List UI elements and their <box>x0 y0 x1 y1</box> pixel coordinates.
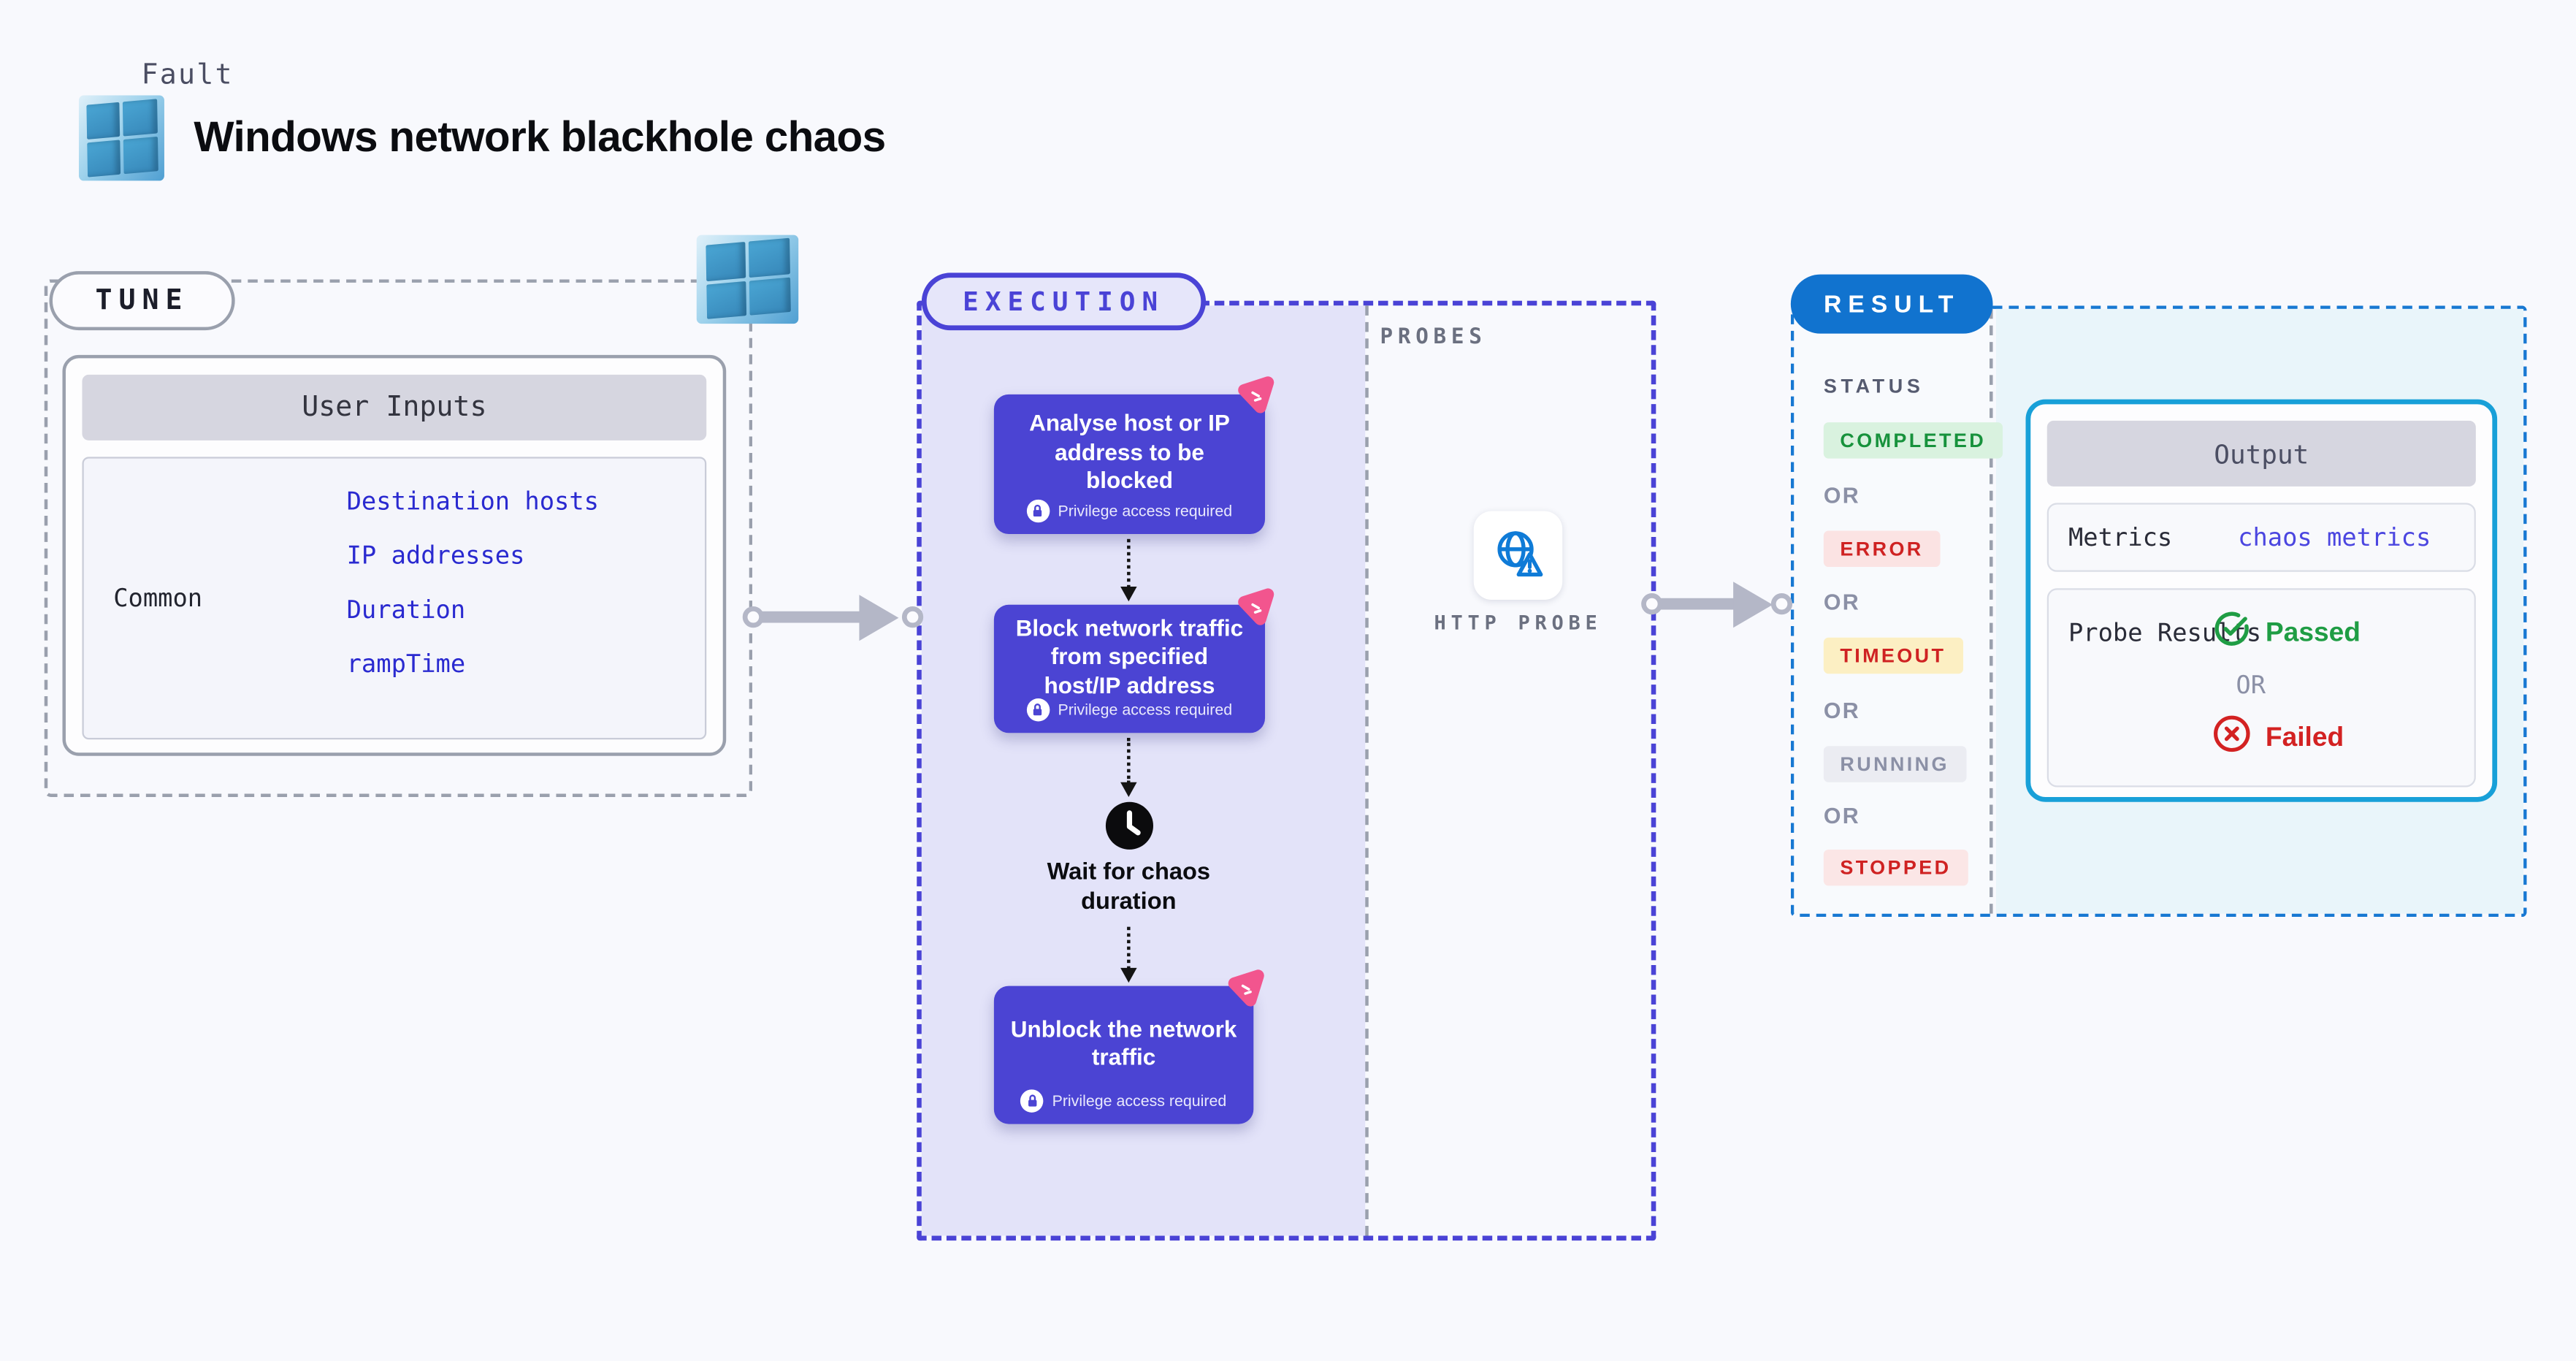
step-node-title: Analyse host or IP address to be blocked <box>1029 409 1230 494</box>
flow-arrowhead-icon <box>1120 782 1137 797</box>
connector-dot <box>1641 593 1663 615</box>
http-probe-label: HTTP PROBE <box>1434 611 1602 635</box>
step-node-block-traffic[interactable]: Block network traffic from specified hos… <box>993 604 1266 733</box>
status-badge-stopped: STOPPED <box>1823 849 1968 886</box>
connector-line <box>760 611 863 623</box>
or-separator: OR <box>1823 590 1860 615</box>
input-link-ramptime[interactable]: rampTime <box>346 649 466 679</box>
or-separator: OR <box>2236 670 2266 701</box>
status-heading: STATUS <box>1823 374 1925 398</box>
output-header: Output <box>2046 420 2476 487</box>
flow-arrowhead-icon <box>1120 587 1137 602</box>
windows-logo-icon <box>78 95 164 181</box>
privilege-label: Privilege access required <box>1052 1091 1227 1110</box>
input-link-ip-addresses[interactable]: IP addresses <box>346 541 525 571</box>
globe-warning-icon <box>1497 531 1543 577</box>
chaos-metrics-link[interactable]: chaos metrics <box>2238 522 2431 552</box>
probe-results-row: Probe Results Passed OR Failed <box>2046 588 2476 788</box>
windows-logo-icon-tune <box>696 235 799 324</box>
tune-section <box>44 279 753 797</box>
input-link-duration[interactable]: Duration <box>346 595 466 625</box>
flow-arrowhead-icon <box>1120 967 1137 983</box>
status-badge-error: ERROR <box>1823 530 1941 568</box>
status-column <box>1794 308 1993 914</box>
connector-dot <box>1770 593 1793 615</box>
or-separator: OR <box>1823 803 1860 828</box>
tune-section-label: TUNE <box>49 271 235 331</box>
http-probe-card[interactable] <box>1473 511 1563 601</box>
arrowhead-icon <box>1733 581 1773 628</box>
connector-line <box>1659 598 1738 610</box>
metrics-row: Metrics chaos metrics <box>2046 503 2476 572</box>
page-title: Windows network blackhole chaos <box>194 111 886 161</box>
passed-label: Passed <box>2265 617 2361 647</box>
wait-step-label: Wait for chaos duration <box>1047 859 1211 915</box>
user-inputs-body: Common Destination hosts IP addresses Du… <box>82 457 707 740</box>
fault-kicker: Fault <box>141 58 234 92</box>
or-separator: OR <box>1823 698 1860 723</box>
or-separator: OR <box>1823 483 1860 508</box>
status-badge-timeout: TIMEOUT <box>1823 637 1962 674</box>
experiment-badge-icon <box>1223 967 1267 1019</box>
step-node-unblock-traffic[interactable]: Unblock the network traffic Privilege ac… <box>993 986 1254 1124</box>
step-node-analyse-host[interactable]: Analyse host or IP address to be blocked… <box>993 394 1266 535</box>
experiment-badge-icon <box>1232 373 1277 426</box>
result-section-label: RESULT <box>1790 274 1993 334</box>
privilege-label: Privilege access required <box>1058 502 1233 520</box>
step-node-title: Block network traffic from specified hos… <box>1015 614 1244 698</box>
output-card: Output Metrics chaos metrics Probe Resul… <box>2025 399 2498 802</box>
connector-dot <box>901 606 924 628</box>
experiment-badge-icon <box>1232 585 1277 638</box>
flow-connector <box>1127 926 1131 970</box>
execution-probes-divider <box>1365 305 1369 1236</box>
status-badge-completed: COMPLETED <box>1823 422 2003 459</box>
connector-dot <box>742 606 764 628</box>
clock-icon <box>1104 800 1155 859</box>
execution-section-label: EXECUTION <box>921 272 1206 331</box>
flow-connector <box>1127 538 1131 589</box>
common-row-label: Common <box>113 583 203 614</box>
passed-check-icon <box>2213 610 2251 656</box>
metrics-label: Metrics <box>2068 522 2173 552</box>
step-node-title: Unblock the network traffic <box>1010 1015 1237 1070</box>
lock-icon <box>1026 499 1050 523</box>
probes-section-label: PROBES <box>1380 325 1487 351</box>
arrowhead-icon <box>859 594 899 641</box>
input-link-destination-hosts[interactable]: Destination hosts <box>346 486 599 516</box>
privilege-label: Privilege access required <box>1058 701 1233 720</box>
failed-label: Failed <box>2265 722 2344 752</box>
flow-connector <box>1127 737 1131 784</box>
failed-cross-icon <box>2213 714 2251 760</box>
lock-icon <box>1020 1089 1044 1113</box>
user-inputs-header: User Inputs <box>82 374 707 441</box>
lock-icon <box>1026 698 1050 722</box>
status-badge-running: RUNNING <box>1823 746 1966 782</box>
user-inputs-card: User Inputs Common Destination hosts IP … <box>62 354 727 756</box>
